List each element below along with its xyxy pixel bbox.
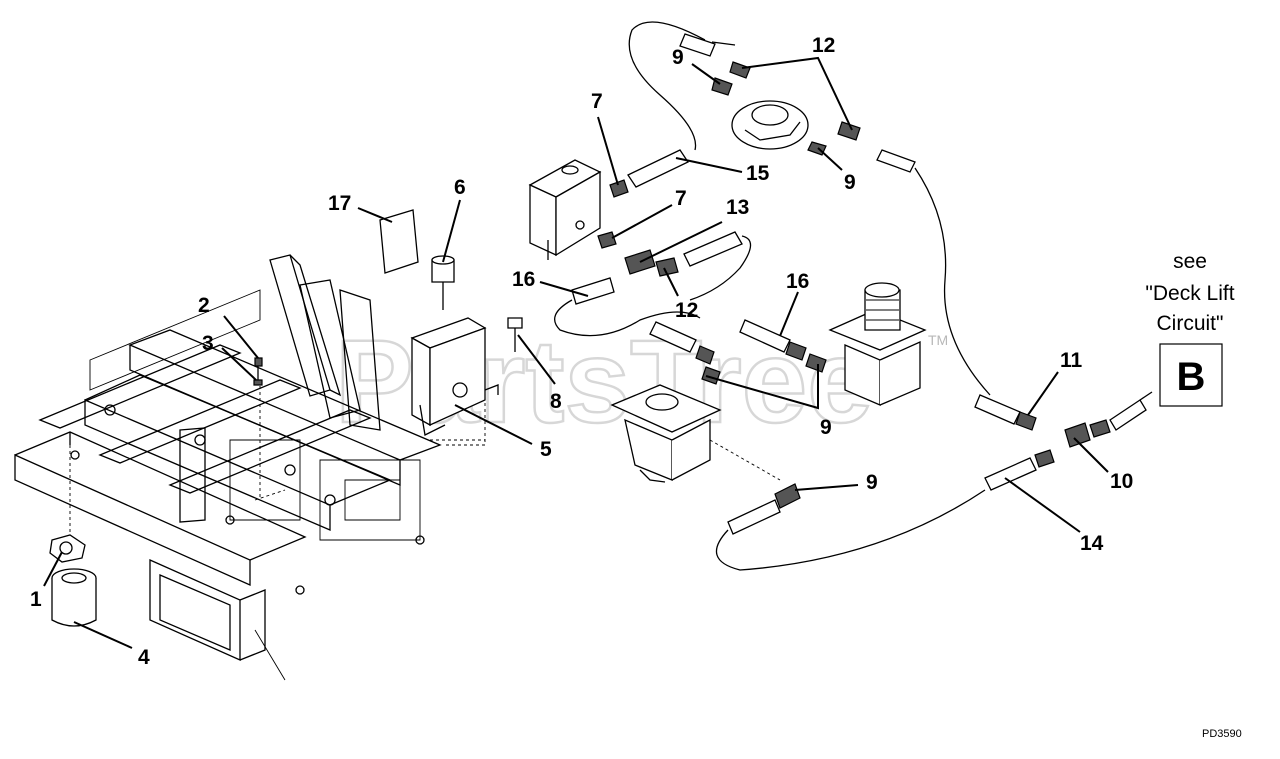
screw-part bbox=[507, 317, 523, 352]
callout-6: 6 bbox=[454, 176, 466, 199]
callout-10: 10 bbox=[1110, 470, 1133, 493]
callout-9d: 9 bbox=[866, 471, 878, 494]
hose-network bbox=[554, 21, 1153, 571]
callout-5: 5 bbox=[540, 438, 552, 461]
callout-13: 13 bbox=[726, 196, 749, 219]
leader-lines bbox=[43, 56, 1109, 649]
tractor-frame-drawing bbox=[14, 254, 486, 681]
leader-5 bbox=[454, 404, 533, 445]
valve-bracket-part bbox=[410, 317, 499, 436]
watermark-tm: TM bbox=[928, 332, 948, 348]
leader-13 bbox=[639, 221, 723, 263]
callout-12a: 12 bbox=[812, 34, 835, 57]
sensor-switch-part bbox=[431, 255, 455, 310]
callout-16a: 16 bbox=[512, 268, 535, 291]
leader-12b bbox=[663, 267, 679, 297]
callout-16b: 16 bbox=[786, 270, 809, 293]
callout-9a: 9 bbox=[672, 46, 684, 69]
filter-head-part bbox=[49, 534, 86, 563]
hydraulic-filter-part bbox=[51, 568, 97, 627]
bolt-part bbox=[253, 357, 263, 386]
leader-3 bbox=[221, 347, 257, 381]
leader-17 bbox=[357, 207, 393, 223]
callout-1: 1 bbox=[30, 588, 42, 611]
callout-9b: 9 bbox=[844, 171, 856, 194]
leader-11 bbox=[1027, 371, 1059, 416]
leader-15 bbox=[675, 157, 743, 173]
callout-17: 17 bbox=[328, 192, 351, 215]
leader-1 bbox=[43, 551, 63, 587]
leader-10 bbox=[1073, 437, 1109, 473]
pump-assembly-part bbox=[731, 100, 809, 150]
leader-8 bbox=[517, 334, 556, 385]
callout-3: 3 bbox=[202, 332, 214, 355]
drawing-id: PD3590 bbox=[1202, 728, 1242, 740]
leader-16b bbox=[779, 291, 799, 337]
leader-12a bbox=[741, 56, 853, 131]
callout-2: 2 bbox=[198, 294, 210, 317]
leader-6 bbox=[442, 199, 461, 263]
reference-line-1: see bbox=[1173, 250, 1207, 273]
reference-line-2: "Deck Lift bbox=[1145, 282, 1234, 305]
reference-box-letter: B bbox=[1177, 355, 1206, 399]
callout-4: 4 bbox=[138, 646, 150, 669]
reference-box bbox=[1159, 343, 1223, 407]
leader-7b bbox=[611, 204, 673, 239]
callout-12b: 12 bbox=[675, 299, 698, 322]
callout-14: 14 bbox=[1080, 532, 1104, 555]
callout-labels: 1 2 3 4 5 6 7 7 8 9 9 9 9 10 11 12 12 13… bbox=[30, 34, 1133, 669]
callout-7a: 7 bbox=[591, 90, 603, 113]
callout-9c: 9 bbox=[820, 416, 832, 439]
leader-9b bbox=[817, 147, 843, 171]
callout-8: 8 bbox=[550, 390, 562, 413]
leader-9a bbox=[691, 63, 721, 85]
reference-line-3: Circuit" bbox=[1157, 312, 1224, 335]
reference-note: see "Deck Lift Circuit" B bbox=[1145, 250, 1235, 407]
leader-4 bbox=[73, 621, 133, 649]
lift-cylinder-part bbox=[828, 282, 927, 406]
leader-7a bbox=[597, 116, 619, 186]
leader-9c bbox=[705, 364, 819, 410]
leader-9d bbox=[794, 484, 859, 491]
solenoid-valve-part bbox=[528, 159, 602, 260]
leader-16a bbox=[539, 281, 589, 297]
callout-7b: 7 bbox=[675, 187, 687, 210]
leader-2 bbox=[223, 315, 259, 359]
hydraulic-tank-part bbox=[610, 384, 722, 483]
callout-11: 11 bbox=[1060, 349, 1083, 372]
leader-14 bbox=[1004, 477, 1081, 533]
decal-part bbox=[379, 209, 419, 274]
callout-15: 15 bbox=[746, 162, 770, 185]
